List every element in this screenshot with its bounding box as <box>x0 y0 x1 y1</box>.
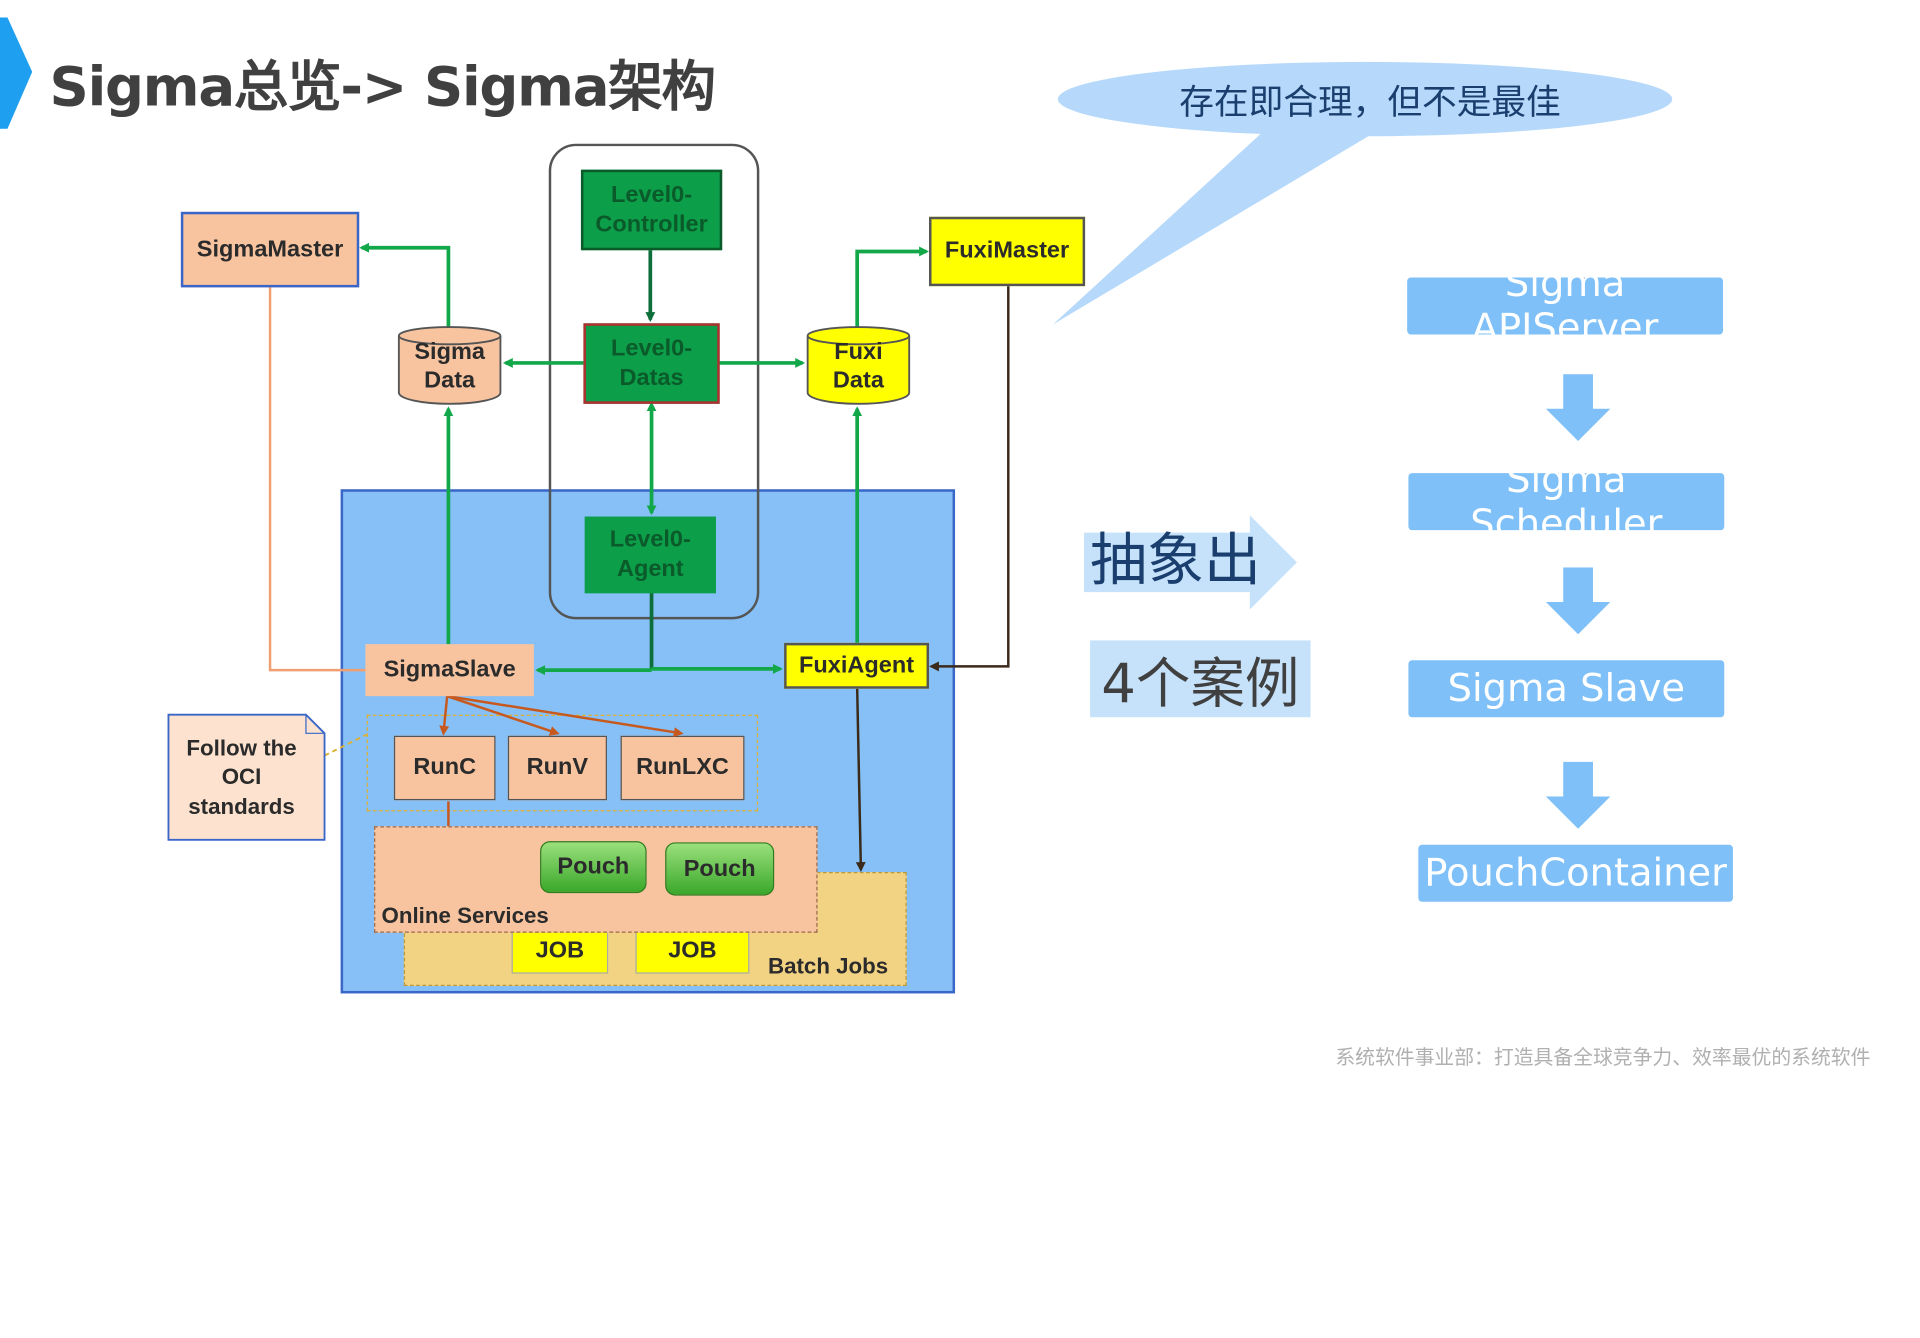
sigma-master-box: SigmaMaster <box>180 211 360 288</box>
level0-datas-box: Level0- Datas <box>583 323 720 404</box>
abstract-arrow-shape <box>1083 515 1297 610</box>
runc-box: RunC <box>393 735 496 801</box>
fuxi-agent-box: FuxiAgent <box>784 642 930 689</box>
fuxi-master-box: FuxiMaster <box>929 216 1086 287</box>
slide-accent-chevron <box>0 17 33 129</box>
stack-sigma-slave: Sigma Slave <box>1408 660 1725 718</box>
sigma-slave-box: SigmaSlave <box>365 644 534 697</box>
footer-slogan: 系统软件事业部：打造具备全球竞争力、效率最优的系统软件 <box>1335 1045 1871 1069</box>
down-arrow-icon <box>1545 567 1611 635</box>
callout-text: 存在即合理，但不是最佳 <box>1179 81 1561 123</box>
down-arrow-icon <box>1545 374 1611 441</box>
abstract-label: 抽象出 <box>1090 526 1261 594</box>
stack-sigma-apiserver: Sigma APIServer <box>1407 261 1724 351</box>
online-services-label: Online Services <box>381 903 549 928</box>
level0-controller-box: Level0- Controller <box>580 169 723 251</box>
job-box-1: JOB <box>511 929 609 974</box>
cases-label: 4个案例 <box>1090 640 1311 718</box>
stack-sigma-scheduler: Sigma Scheduler <box>1408 457 1725 546</box>
fuxi-data-cylinder-shape <box>806 326 911 405</box>
sigma-data-label: Sigma Data <box>414 339 485 394</box>
fuxi-data-label: Fuxi Data <box>832 339 884 394</box>
runlxc-box: RunLXC <box>620 735 745 801</box>
job-box-2: JOB <box>635 929 750 974</box>
runv-box: RunV <box>507 735 607 801</box>
oci-note-shape <box>167 713 326 841</box>
batch-jobs-label: Batch Jobs <box>767 953 889 979</box>
level0-group-outline <box>548 143 760 620</box>
slide-title: Sigma总览-> Sigma架构 <box>49 55 716 119</box>
diagram-connectors <box>268 242 1010 873</box>
stack-pouch-container: PouchContainer <box>1418 844 1733 902</box>
sigma-data-cylinder-shape <box>397 326 502 405</box>
pouch-box-1: Pouch <box>540 841 647 894</box>
speech-bubble <box>1052 61 1673 325</box>
pouch-box-2: Pouch <box>665 842 775 896</box>
down-arrow-icon <box>1545 761 1611 829</box>
level0-agent-box: Level0- Agent <box>584 516 716 594</box>
oci-note-text: Follow the OCI standards <box>186 735 297 819</box>
